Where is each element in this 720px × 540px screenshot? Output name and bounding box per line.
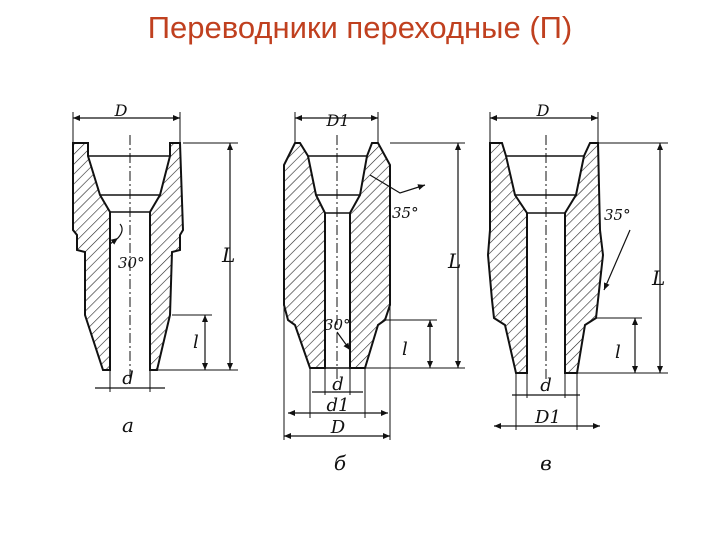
drawing-b-bore-dim-label: d — [332, 374, 344, 395]
drawing-a-thread-dim-label: l — [193, 332, 199, 353]
drawing-a-bore-dim-label: d — [122, 368, 134, 389]
drawing-v-left-wall — [486, 142, 528, 374]
drawing-b-top-angle-label: 35° — [392, 204, 419, 222]
drawing-a-top-dim-label: D — [114, 101, 128, 120]
drawing-b-outer-dim-label: D — [330, 417, 346, 438]
drawing-v-thread-dim-label: l — [615, 342, 621, 363]
drawing-v-overall-dim-label: L — [651, 266, 665, 290]
drawing-a-angle-label: 30° — [118, 254, 145, 272]
drawing-a-left-wall — [72, 142, 111, 371]
drawing-b-caption: б — [334, 451, 347, 475]
drawing-b-overall-dim-label: L — [447, 249, 461, 273]
slide-title: Переводники переходные (П) — [147, 10, 573, 45]
drawing-a-right-wall — [149, 142, 185, 371]
drawing-b-pin-dim-label: d1 — [327, 395, 350, 416]
drawing-v-outer-dim-label: D1 — [534, 407, 561, 428]
drawing-v-angle-arrow — [603, 229, 631, 291]
drawing-a-overall-dim-label: L — [221, 243, 235, 267]
drawing-a-caption: а — [122, 413, 134, 437]
drawing-b-bottom-angle-arrow — [336, 331, 351, 351]
drawing-b-left-wall — [283, 142, 326, 369]
drawing-v-bore-dim-label: d — [540, 375, 552, 396]
drawing-v-right-wall — [564, 142, 605, 374]
drawing-v-caption: в — [540, 451, 552, 475]
drawing-a: D L l d 30° а — [72, 101, 238, 437]
drawing-b-top-angle-arrow — [369, 174, 426, 194]
drawing-a-angle-arrow — [109, 223, 122, 244]
drawing-v-angle-label: 35° — [604, 206, 631, 224]
drawing-b: D1 L l 35° 30° d d1 D б — [283, 111, 465, 475]
drawing-b-right-wall — [349, 142, 391, 369]
drawing-v-top-dim-label: D — [536, 101, 550, 120]
drawing-b-thread-dim-label: l — [402, 339, 408, 360]
drawing-v: D L l 35° d D1 в — [486, 101, 668, 475]
drawing-b-top-dim-label: D1 — [325, 111, 349, 130]
drawing-b-bottom-angle-label: 30° — [324, 316, 351, 334]
